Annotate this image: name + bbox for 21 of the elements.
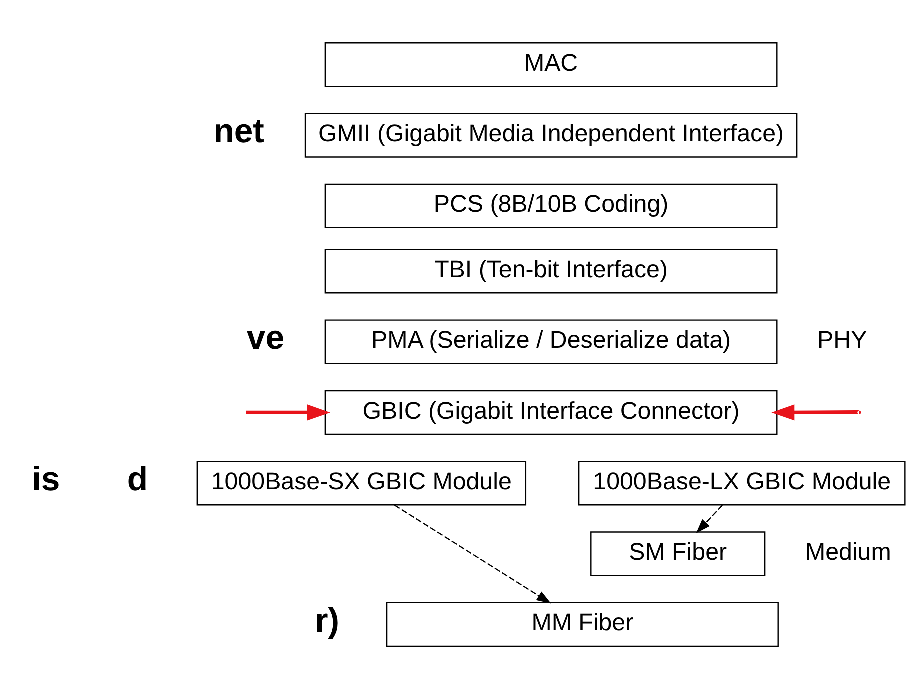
node-box: GBIC (Gigabit Interface Connector) [324,390,778,435]
label: net [213,112,264,150]
label: d [126,460,148,498]
label: PHY [817,326,867,354]
node-box: 1000Base-LX GBIC Module [578,460,906,506]
node-box: MM Fiber [386,602,778,647]
arrow [696,504,722,533]
node-box: PCS (8B/10B Coding) [324,183,778,228]
label: Medium [804,538,891,566]
node-box: MAC [324,42,778,87]
node-box: 1000Base-SX GBIC Module [196,460,526,506]
node-box: TBI (Ten-bit Interface) [324,248,778,294]
node-box: PMA (Serialize / Deserialize data) [324,319,778,364]
label: r) [314,601,340,640]
node-box: SM Fiber [590,531,766,576]
label: ve [246,318,284,357]
arrow [246,404,330,420]
label: is [31,460,60,498]
arrow [394,504,551,604]
arrow [771,404,860,420]
node-box: GMII (Gigabit Media Independent Interface) [304,112,798,158]
